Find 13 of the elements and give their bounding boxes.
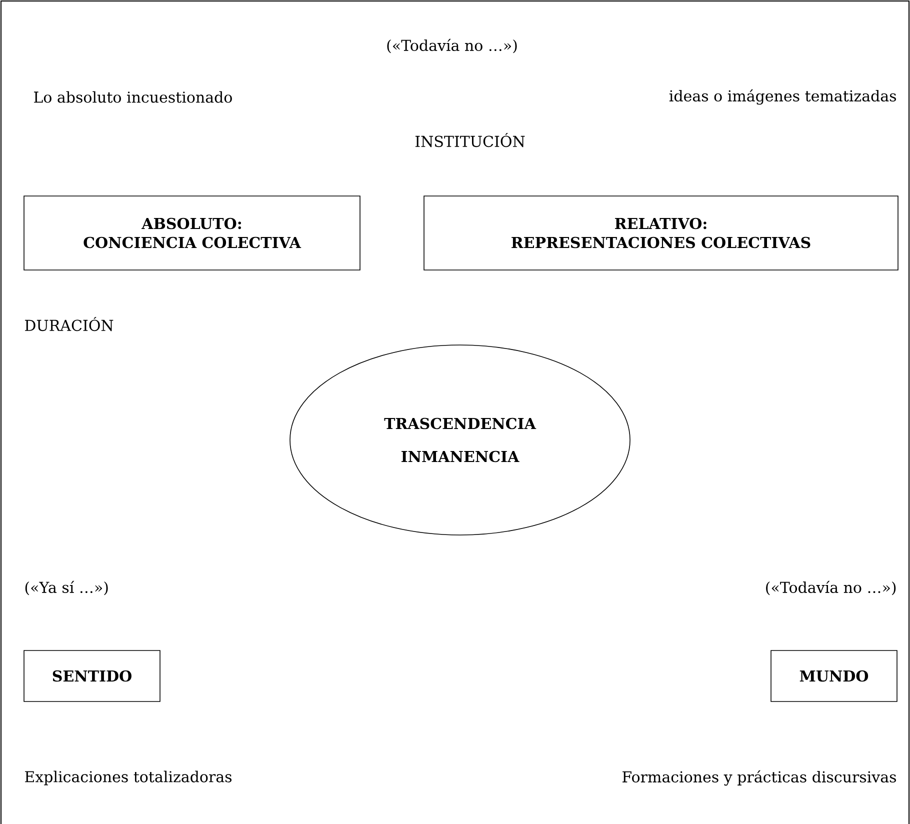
text-label: Formaciones y prácticas discursivas [622, 770, 896, 786]
text-label: («Ya sí …») [25, 580, 108, 596]
concept-box: RELATIVO: REPRESENTACIONES COLECTIVAS [424, 196, 898, 270]
text-label: ideas o imágenes tematizadas [669, 89, 896, 105]
text-label: Explicaciones totalizadoras [25, 770, 232, 786]
text-label: INSTITUCIÓN [415, 132, 525, 148]
concept-box: SENTIDO [24, 650, 160, 702]
concept-box: MUNDO [770, 650, 898, 702]
concept-box: ABSOLUTO: CONCIENCIA COLECTIVA [24, 196, 360, 270]
text-label: («Todavía no …») [387, 38, 517, 54]
text-label: DURACIÓN [25, 316, 114, 332]
text-label: Lo absoluto incuestionado [34, 91, 232, 103]
text-label: («Todavía no …») [766, 580, 896, 596]
